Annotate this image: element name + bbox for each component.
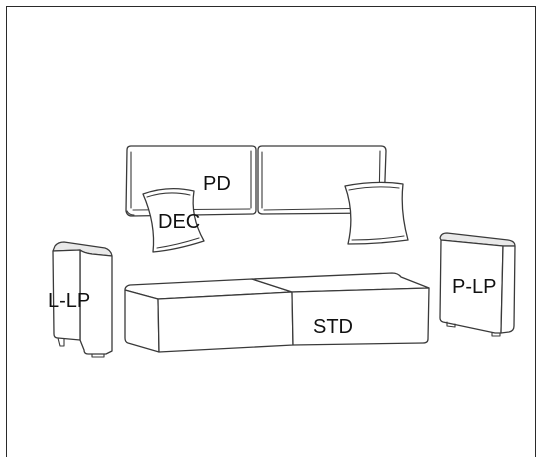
seat-module-right — [251, 272, 430, 346]
label-l-lp: L-LP — [48, 290, 90, 312]
label-pd: PD — [203, 173, 231, 195]
label-dec: DEC — [158, 211, 200, 233]
decorative-pillow-left — [142, 187, 205, 253]
seat-module-left — [124, 278, 294, 353]
diagram-frame — [6, 6, 536, 457]
left-arm-module — [52, 241, 113, 358]
label-p-lp: P-LP — [452, 276, 496, 298]
label-std: STD — [313, 316, 353, 338]
decorative-pillow-right — [344, 181, 409, 245]
right-arm-module — [439, 232, 516, 337]
